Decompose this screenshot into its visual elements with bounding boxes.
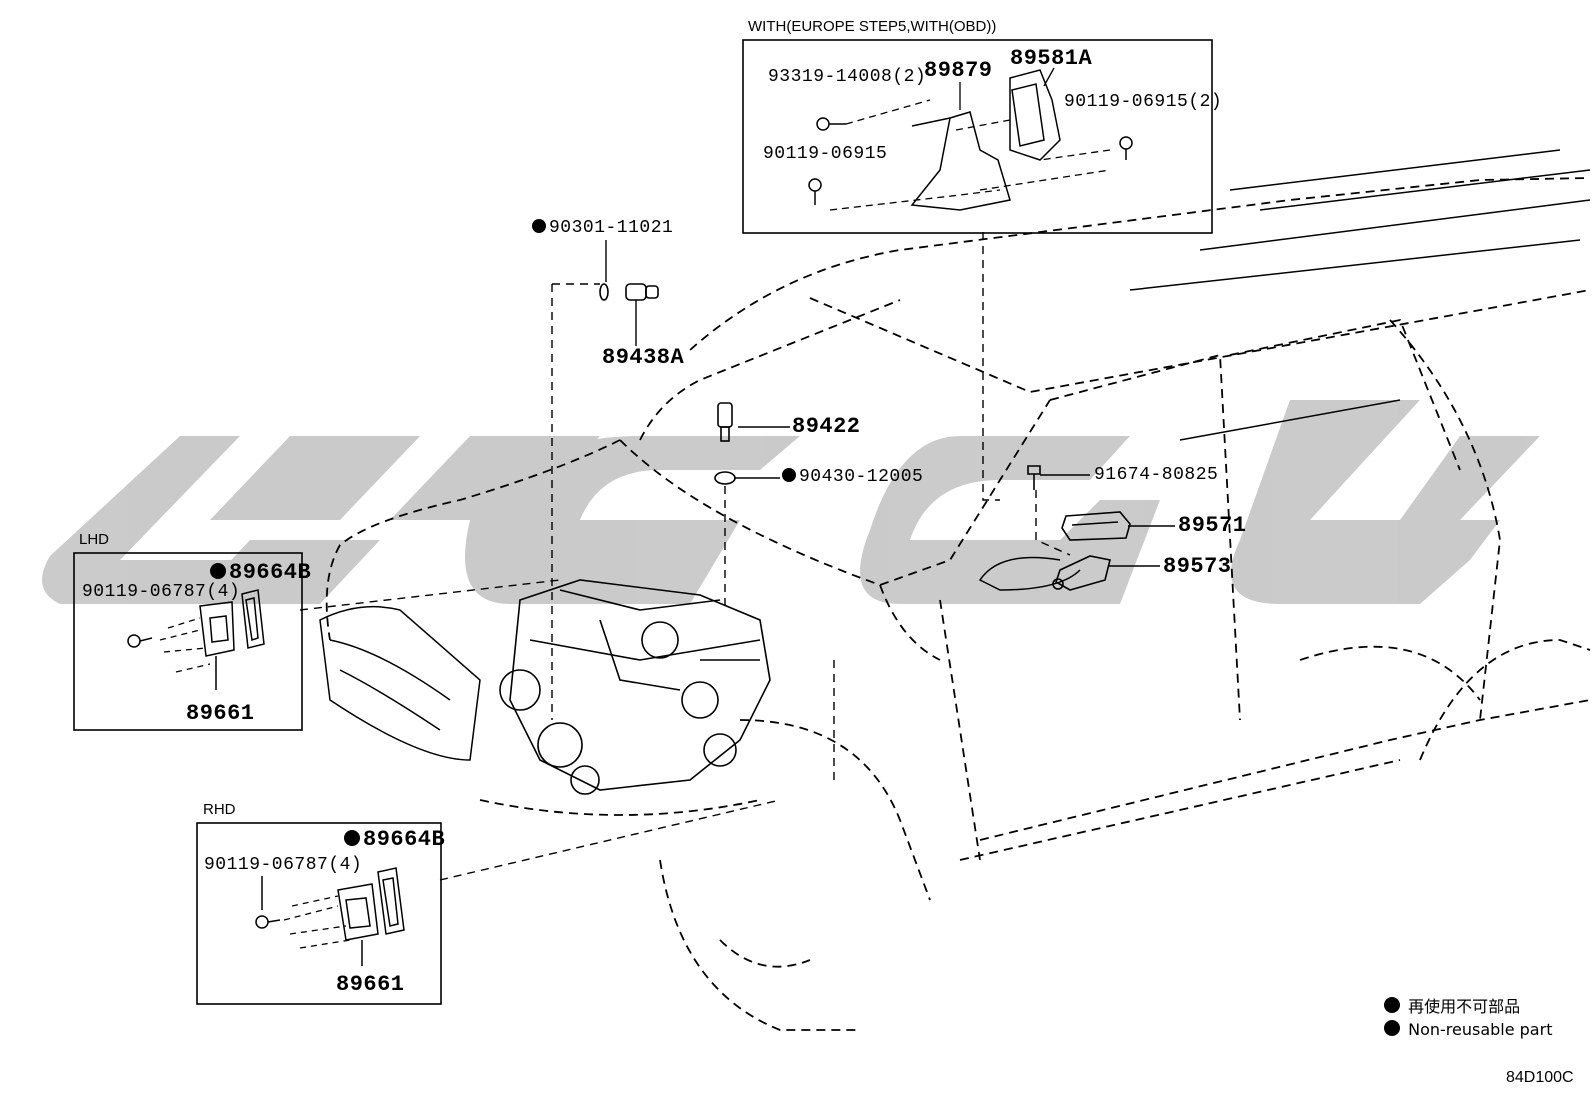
obd-inset-caption: WITH(EUROPE STEP5,WITH(OBD)) — [748, 18, 997, 35]
part-label-89581a[interactable]: 89581A — [1010, 46, 1093, 71]
vehicle-detail-lines — [319, 149, 1591, 761]
lhd-inset-caption: LHD — [79, 531, 110, 548]
non-reusable-dot-icon — [1384, 1020, 1400, 1036]
diagram-code: 84D100C — [1506, 1069, 1574, 1086]
part-label-89438a[interactable]: 89438A — [602, 345, 685, 370]
obd-inset-leaders — [959, 67, 1055, 110]
legend-english: Non-reusable part — [1384, 1020, 1552, 1039]
leader-lines — [605, 240, 1175, 567]
rhd-inset-caption: RHD — [203, 801, 236, 818]
part-label-89422[interactable]: 89422 — [792, 414, 861, 439]
rhd-part-label-89664b[interactable]: 89664B — [344, 829, 445, 851]
non-reusable-dot-icon — [782, 468, 796, 482]
part-label-89571[interactable]: 89571 — [1178, 513, 1247, 538]
lhd-inset-parts — [127, 589, 265, 690]
part-label-89879[interactable]: 89879 — [924, 58, 993, 83]
non-reusable-dot-icon — [1384, 997, 1400, 1013]
obd-inset-dashes — [829, 99, 1111, 211]
lhd-inset-dashes — [159, 617, 211, 673]
part-label-90301-11021[interactable]: 90301-11021 — [532, 219, 673, 237]
lhd-part-label-90119-06787[interactable]: 90119-06787(4) — [82, 582, 241, 602]
part-label-90119-06915[interactable]: 90119-06915 — [763, 144, 888, 164]
dashed-connectors — [299, 232, 1071, 881]
non-reusable-dot-icon — [532, 219, 546, 233]
inset-boxes — [73, 39, 1213, 1005]
engine-block — [499, 579, 771, 795]
legend-japanese: 再使用不可部品 — [1384, 993, 1520, 1017]
part-label-90119-06915-2[interactable]: 90119-06915(2) — [1064, 92, 1223, 112]
non-reusable-dot-icon — [210, 563, 226, 579]
part-label-91674-80825[interactable]: 91674-80825 — [1094, 465, 1219, 485]
obd-inset-parts — [808, 69, 1133, 211]
rhd-inset-parts — [255, 867, 405, 966]
rhd-inset-dashes — [283, 895, 351, 949]
part-label-93319-14008[interactable]: 93319-14008(2) — [768, 67, 927, 87]
rhd-part-label-89661[interactable]: 89661 — [336, 972, 405, 997]
non-reusable-dot-icon — [344, 830, 360, 846]
watermark-logo — [42, 400, 1540, 604]
lhd-part-label-89661[interactable]: 89661 — [186, 701, 255, 726]
rhd-part-label-90119-06787[interactable]: 90119-06787(4) — [204, 855, 363, 875]
lhd-part-label-89664b[interactable]: 89664B — [210, 562, 311, 584]
part-label-89573[interactable]: 89573 — [1163, 554, 1232, 579]
part-label-90430-12005[interactable]: 90430-12005 — [782, 468, 923, 486]
parts-shapes — [599, 283, 1131, 591]
vehicle-outline — [325, 177, 1591, 1031]
